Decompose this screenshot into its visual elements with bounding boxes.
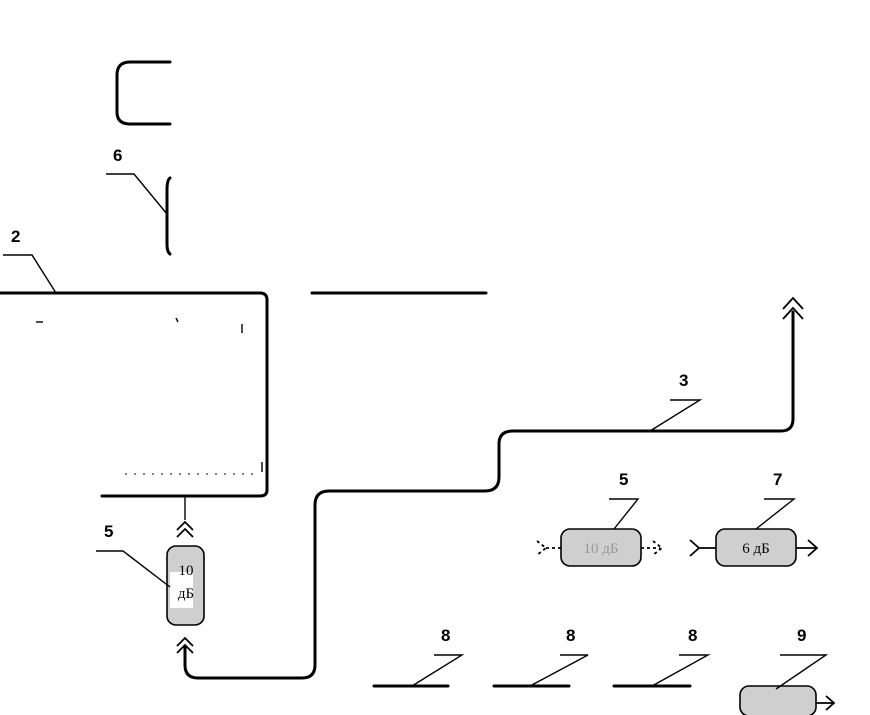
- arrow-right-icon-5-out: [641, 540, 664, 556]
- leader-5a: [96, 550, 171, 588]
- leader-8a: [411, 654, 465, 687]
- label-5a: 5: [104, 522, 113, 541]
- attenuator-7-value: 6 дБ: [742, 541, 770, 557]
- leader-8c: [651, 654, 711, 687]
- leader-7: [755, 498, 797, 530]
- attenuator-horizontal-value: 10 дБ: [584, 541, 619, 557]
- leader-6: [106, 173, 168, 215]
- element-3-cable: [183, 310, 795, 680]
- arrow-right-icon-7-in: [689, 539, 716, 557]
- arrow-right-icon-5-in: [536, 540, 561, 556]
- arrow-right-icon-7-out: [796, 539, 819, 557]
- label-8b: 8: [566, 626, 575, 645]
- leader-2: [3, 254, 57, 294]
- attenuator-vertical-value: 10: [179, 563, 194, 579]
- leader-5b: [609, 498, 640, 530]
- label-5b: 5: [619, 470, 628, 489]
- label-9: 9: [797, 626, 806, 645]
- element-2-housing: [0, 291, 269, 498]
- attenuator-vertical-unit: дБ: [178, 586, 194, 602]
- label-7: 7: [773, 470, 782, 489]
- attenuator-vertical-mask: [170, 572, 193, 608]
- element-6-bar: [165, 176, 172, 256]
- label-2: 2: [11, 227, 20, 246]
- leader-3: [649, 399, 703, 432]
- leader-9: [775, 654, 829, 690]
- leader-8b: [529, 654, 589, 687]
- bracket-top: [115, 60, 172, 126]
- chevron-up-icon-cable-end: [782, 296, 804, 320]
- label-8c: 8: [688, 626, 697, 645]
- arrow-right-icon-9-out: [816, 695, 836, 711]
- element-9-block: [739, 685, 817, 715]
- housing-mark-b: [175, 317, 179, 323]
- chevron-up-icon: [176, 520, 194, 538]
- label-3: 3: [679, 371, 688, 390]
- label-6: 6: [113, 146, 122, 165]
- label-8a: 8: [441, 626, 450, 645]
